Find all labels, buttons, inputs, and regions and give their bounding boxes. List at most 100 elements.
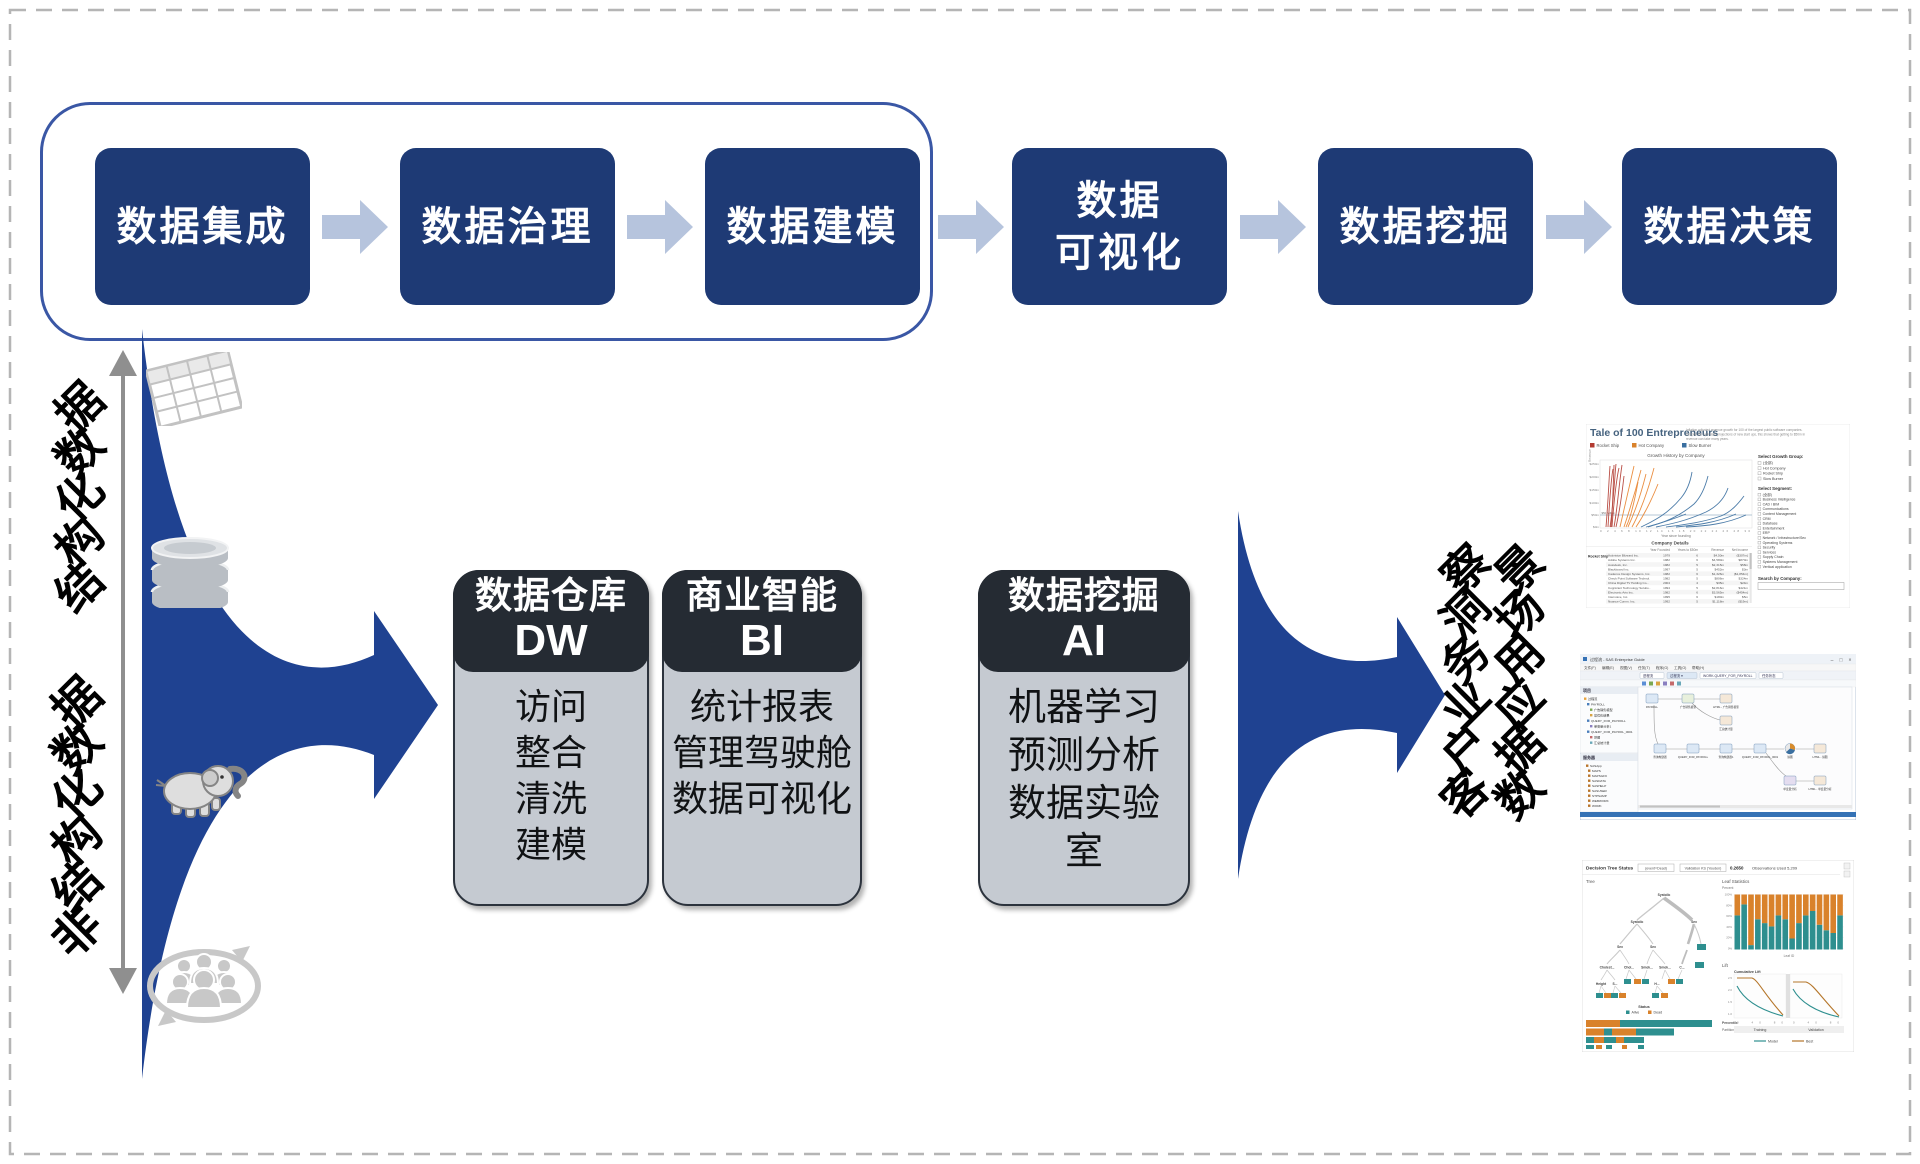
thumb1-segment-filter-title: Select Segment:: [1758, 486, 1793, 491]
svg-text:$3,565m: $3,565m: [1712, 590, 1724, 594]
svg-text:$806m: $806m: [1715, 577, 1725, 581]
svg-text:MAPS: MAPS: [1592, 769, 1601, 773]
svg-text:Revenue: Revenue: [1711, 548, 1724, 552]
svg-text:Content Management: Content Management: [1763, 512, 1797, 516]
svg-text:汇总统计量: 汇总统计量: [1594, 740, 1609, 745]
platform-item: 统计报表: [689, 686, 834, 727]
thumb1-chart-title: Growth History by Company: [1647, 453, 1705, 458]
thumb3-lift-curves: [1736, 977, 1840, 1018]
platform-box-title: 商业智能: [686, 575, 838, 617]
svg-text:(全部): (全部): [1763, 460, 1773, 465]
thumb3-toolbar-icon[interactable]: [1843, 862, 1851, 870]
platform-item: 访问: [514, 686, 587, 727]
svg-text:汇总统计量: 汇总统计量: [1719, 727, 1733, 731]
svg-text:Systems Management: Systems Management: [1763, 560, 1798, 564]
svg-text:40%: 40%: [1726, 925, 1732, 929]
step-label: 数据治理: [421, 204, 594, 249]
svg-text:Hot Company: Hot Company: [1763, 466, 1786, 470]
step-data-integration: 数据集成: [95, 148, 310, 305]
thumb3-legend-dead: Dead: [1654, 1011, 1663, 1015]
svg-text:$3m: $3m: [1742, 567, 1748, 571]
svg-text:Sex: Sex: [1617, 945, 1623, 949]
thumb2-server-list[interactable]: SASApp MAPS MAPSGFK SASDATA SASHELP SASU…: [1586, 764, 1610, 808]
svg-text:6: 6: [1696, 572, 1698, 576]
svg-text:Cholest...: Cholest...: [1600, 966, 1615, 970]
thumb2-toolbar-icons[interactable]: [1642, 681, 1681, 686]
svg-text:Validation KS (Youden): Validation KS (Youden): [1685, 866, 1722, 870]
thumb1-legend-hot: Hot Company: [1639, 443, 1666, 448]
thumb2-tabs[interactable]: 进程流 过程流 ▾ WORK.QUERY_FOR_PAYROLL 任务状态: [1639, 672, 1784, 679]
thumb3-toolbar-icon[interactable]: [1843, 870, 1851, 878]
svg-text:饼图: 饼图: [1594, 735, 1600, 740]
platform-box-abbr: AI: [1062, 616, 1106, 666]
flow-arrow-icon: [1240, 200, 1306, 254]
thumb1-table-scrollbar[interactable]: [1749, 553, 1752, 603]
svg-text:1982: 1982: [1663, 590, 1670, 594]
svg-text:($1,854m): ($1,854m): [1734, 572, 1748, 576]
thumb3-leaf-x-label: Leaf ID: [1784, 954, 1795, 958]
platform-box-dw-header: 数据仓库 DW: [453, 570, 649, 672]
svg-text:Operating Systems: Operating Systems: [1763, 541, 1793, 545]
platform-item: 数据可视化: [671, 778, 852, 819]
svg-text:1997: 1997: [1663, 567, 1670, 571]
svg-text:6: 6: [1696, 554, 1698, 558]
thumb1-legend-slow: Slow Burner: [1689, 443, 1712, 448]
svg-text:程序(G): 程序(G): [1656, 665, 1668, 670]
svg-text:Smok...: Smok...: [1659, 966, 1671, 970]
thumb1-y-ticks: $250m $200m $150m $100m $50m $0m: [1590, 462, 1600, 529]
svg-text:20%: 20%: [1726, 936, 1732, 940]
svg-text:6: 6: [1696, 590, 1698, 594]
maximize-button: □: [1839, 658, 1842, 664]
svg-text:6: 6: [1696, 558, 1698, 562]
thumb3-header-title: Decision Tree Status: [1586, 866, 1634, 872]
svg-text:Activision Blizzard Inc.: Activision Blizzard Inc.: [1608, 554, 1639, 558]
svg-text:Autodesk, Inc.: Autodesk, Inc.: [1608, 563, 1628, 567]
svg-text:QUERY_FOR_PAYROLL: QUERY_FOR_PAYROLL: [1591, 719, 1626, 723]
svg-text:Electronic Arts Inc.: Electronic Arts Inc.: [1608, 590, 1634, 594]
svg-text:Rocket Ship: Rocket Ship: [1763, 472, 1783, 476]
svg-text:1982: 1982: [1663, 577, 1670, 581]
thumb1-segment-filter-items[interactable]: (全部) Business Intelligence CAD / BIM Com…: [1757, 492, 1807, 569]
svg-text:Cognizant Technology Solutio..: Cognizant Technology Solutio..: [1608, 586, 1651, 590]
svg-text:Vertical application: Vertical application: [1763, 565, 1792, 569]
svg-text:CAD / BIM: CAD / BIM: [1763, 502, 1780, 506]
svg-text:$870m: $870m: [1739, 558, 1749, 562]
svg-text:Network / Infrastructure/Sec: Network / Infrastructure/Sec: [1763, 536, 1807, 540]
svg-text:2.0: 2.0: [1728, 988, 1732, 992]
thumb3-ks-value: 0.2650: [1730, 866, 1744, 871]
svg-text:QUERY_FOR_PAYROL_0001: QUERY_FOR_PAYROL_0001: [1742, 755, 1779, 759]
thumb3-leaf-y-ticks: 100% 80% 60% 40% 20% 0%: [1725, 893, 1733, 951]
thumb3-validation-badge[interactable]: [1679, 863, 1727, 872]
svg-text:SASDATA: SASDATA: [1592, 779, 1607, 783]
svg-text:5: 5: [1696, 567, 1698, 571]
thumb3-partition-strip: [1734, 1026, 1844, 1033]
thumb3-event-badge[interactable]: [1637, 863, 1675, 872]
platform-box-ai-items: 机器学习 预测分析 数据实验室: [999, 684, 1169, 876]
svg-text:S...: S...: [1613, 982, 1618, 986]
svg-text:1994: 1994: [1663, 586, 1670, 590]
svg-text:帮助(H): 帮助(H): [1692, 665, 1704, 670]
thumb2-flow-nodes[interactable]: PAYROLL 广告销售模型 HTML - 广告销售模型 汇总统计量 查询构建器…: [1645, 693, 1832, 791]
thumb3-observations: Observations Used 5,209: [1752, 866, 1798, 871]
thumb1-group-filter-items[interactable]: (全部) Hot Company Rocket Ship Slow Burner: [1757, 460, 1786, 481]
thumb1-x-ticks: 0 2 4 6 8 10 12 14 16 18 20 22 24 26 28 …: [1600, 529, 1750, 533]
svg-text:1992: 1992: [1663, 600, 1670, 604]
thumb2-menu-bar[interactable]: 文件(F)编辑(E) 视图(V)任务(T) 程序(G)工具(O) 帮助(H): [1584, 665, 1704, 670]
svg-text:Systolic: Systolic: [1631, 920, 1644, 924]
platform-box-ai: 数据挖掘 AI 机器学习 预测分析 数据实验室: [978, 570, 1190, 906]
people-community-cycle-icon: [147, 946, 261, 1026]
svg-text:Slow Burner: Slow Burner: [1763, 477, 1784, 481]
svg-text:$2,315m: $2,315m: [1712, 563, 1724, 567]
svg-text:过程流: 过程流: [1588, 696, 1597, 701]
thumb3-tree-node-labels: Systolic Systolic Sex Sex Sex Cholest...…: [1596, 893, 1697, 986]
thumb2-window-buttons[interactable]: – □ ×: [1831, 658, 1852, 664]
svg-text:Adobe Systems Inc.: Adobe Systems Inc.: [1608, 558, 1636, 562]
thumb1-search-input[interactable]: [1757, 582, 1845, 590]
platform-item: 建模: [514, 824, 587, 865]
thumb2-project-tree[interactable]: 过程流 PAYROLL 广告销售模型 最优化结果 QUERY_FOR_PAYRO…: [1584, 696, 1633, 745]
thumb3-partition-training: Training: [1754, 1028, 1767, 1032]
thumb2-canvas-scrollbar[interactable]: [1638, 805, 1852, 808]
thumb3-leaf-title: Leaf Statistics: [1722, 879, 1750, 884]
svg-text:2.5: 2.5: [1728, 976, 1732, 980]
